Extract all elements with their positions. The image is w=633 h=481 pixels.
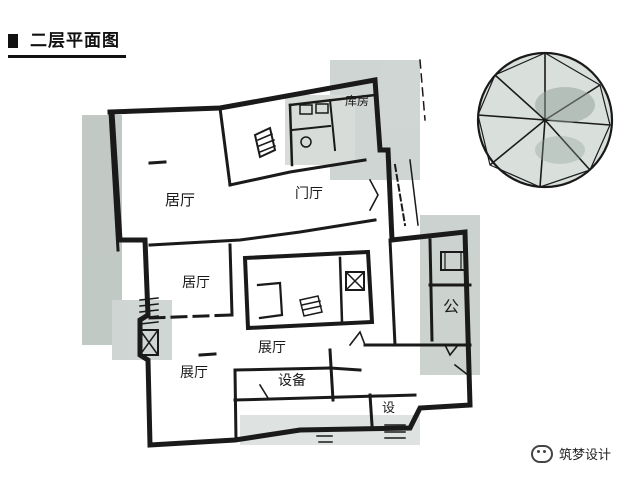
watermark-text: 筑梦设计 bbox=[558, 448, 611, 463]
title-bullet bbox=[8, 34, 18, 48]
room-label-living-1: 居厅 bbox=[165, 191, 195, 209]
room-label-living-2: 居厅 bbox=[182, 275, 210, 291]
room-label-living-4: 展厅 bbox=[180, 365, 208, 381]
walls bbox=[107, 59, 473, 448]
wechat-icon bbox=[530, 444, 553, 463]
room-label-storage: 库房 bbox=[345, 93, 369, 108]
room-label-equipment: 设备 bbox=[278, 372, 306, 389]
room-label-living-3: 展厅 bbox=[258, 340, 286, 356]
title-underline bbox=[8, 55, 126, 58]
drawing-title: 二层平面图 bbox=[30, 31, 120, 51]
room-label-small: 设 bbox=[382, 401, 395, 416]
room-label-hall: 门厅 bbox=[295, 186, 323, 202]
watermark: 筑梦设计 bbox=[530, 444, 611, 463]
room-labels: 居厅 门厅 居厅 展厅 展厅 库房 设备 公 设 bbox=[165, 93, 459, 416]
room-label-office: 公 bbox=[443, 297, 459, 316]
compass-sketch-icon bbox=[476, 51, 614, 189]
